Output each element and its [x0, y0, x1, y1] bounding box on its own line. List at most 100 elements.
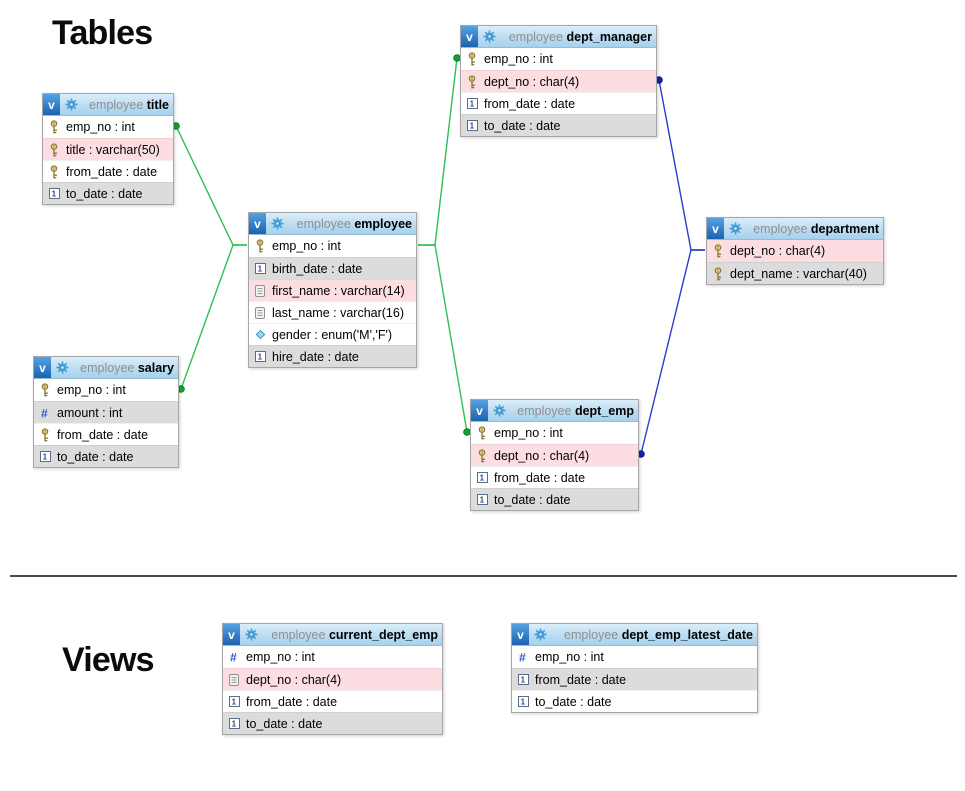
- column-row-department-dept_name[interactable]: dept_name : varchar(40): [707, 262, 883, 284]
- date-icon: 1: [227, 718, 241, 729]
- column-label: dept_no : char(4): [730, 244, 826, 258]
- table-visibility-icon[interactable]: v: [223, 624, 240, 645]
- column-label: emp_no : int: [484, 52, 553, 66]
- column-label: dept_name : varchar(40): [730, 266, 867, 281]
- column-label: dept_no : char(4): [494, 448, 590, 463]
- table-visibility-icon[interactable]: v: [249, 213, 266, 234]
- table-header[interactable]: v employee employee: [249, 213, 416, 235]
- table-header[interactable]: v employee current_dept_emp: [223, 624, 442, 646]
- table-header[interactable]: v employee dept_emp_latest_date: [512, 624, 757, 646]
- gear-icon[interactable]: [271, 217, 284, 230]
- schema-name: employee: [89, 97, 144, 112]
- gear-icon[interactable]: [65, 98, 78, 111]
- svg-text:#: #: [519, 651, 526, 663]
- column-row-employee-emp_no[interactable]: emp_no : int: [249, 235, 416, 257]
- table-visibility-icon[interactable]: v: [471, 400, 488, 421]
- numeric-icon: #: [227, 651, 241, 663]
- view-card-dept_emp_latest_date[interactable]: v employee dept_emp_latest_date # emp_no : …: [511, 623, 758, 713]
- column-label: gender : enum('M','F'): [272, 327, 393, 342]
- column-row-title-title[interactable]: title : varchar(50): [43, 138, 173, 160]
- relation-line-dept_emp-employee: [418, 244, 468, 433]
- column-row-salary-from_date[interactable]: from_date : date: [34, 423, 178, 445]
- table-header[interactable]: v employee department: [707, 218, 883, 240]
- column-row-dept_emp-emp_no[interactable]: emp_no : int: [471, 422, 638, 444]
- table-visibility-icon[interactable]: v: [43, 94, 60, 115]
- table-visibility-icon[interactable]: v: [512, 624, 529, 645]
- gear-icon[interactable]: [483, 30, 496, 43]
- column-label: title : varchar(50): [66, 142, 160, 157]
- table-visibility-icon[interactable]: v: [34, 357, 51, 378]
- table-visibility-icon[interactable]: v: [707, 218, 724, 239]
- schema-name: employee: [296, 216, 351, 231]
- date-icon: 1: [465, 98, 479, 109]
- column-row-employee-last_name[interactable]: last_name : varchar(16): [249, 301, 416, 323]
- primary-key-icon: [47, 164, 61, 179]
- relation-line-dept_manager-department: [658, 79, 705, 251]
- column-row-dept_manager-emp_no[interactable]: emp_no : int: [461, 48, 656, 70]
- column-row-salary-amount[interactable]: #amount : int: [34, 401, 178, 423]
- table-name: dept_emp_latest_date: [621, 627, 753, 642]
- table-name: dept_emp: [574, 403, 634, 418]
- column-row-title-emp_no[interactable]: emp_no : int: [43, 116, 173, 138]
- date-icon: 1: [253, 351, 267, 362]
- column-row-employee-first_name[interactable]: first_name : varchar(14): [249, 279, 416, 301]
- column-row-current_dept_emp-emp_no[interactable]: #emp_no : int: [223, 646, 442, 668]
- column-label: to_date : date: [246, 716, 323, 731]
- column-label: emp_no : int: [66, 120, 135, 134]
- relation-line-salary-employee: [180, 244, 247, 390]
- date-icon: 1: [475, 494, 489, 505]
- svg-text:1: 1: [520, 697, 525, 706]
- date-icon: 1: [475, 472, 489, 483]
- gear-icon[interactable]: [493, 404, 506, 417]
- table-card-department[interactable]: v employee department dept_no : char(4) dep…: [706, 217, 884, 285]
- column-row-dept_emp-dept_no[interactable]: dept_no : char(4): [471, 444, 638, 466]
- column-row-salary-emp_no[interactable]: emp_no : int: [34, 379, 178, 401]
- schema-name: employee: [564, 627, 619, 642]
- gear-icon[interactable]: [56, 361, 69, 374]
- column-row-department-dept_no[interactable]: dept_no : char(4): [707, 240, 883, 262]
- column-row-dept_manager-dept_no[interactable]: dept_no : char(4): [461, 70, 656, 92]
- gear-icon[interactable]: [534, 628, 547, 641]
- table-name: employee: [354, 216, 412, 231]
- table-title: employee department: [742, 222, 883, 236]
- column-row-dept_emp_latest_date-emp_no[interactable]: # emp_no : int: [512, 646, 757, 668]
- gear-icon[interactable]: [729, 222, 742, 235]
- column-row-current_dept_emp-dept_no[interactable]: dept_no : char(4): [223, 668, 442, 690]
- column-row-current_dept_emp-to_date[interactable]: 1 to_date : date: [223, 712, 442, 734]
- column-row-employee-gender[interactable]: gender : enum('M','F'): [249, 323, 416, 345]
- column-label: from_date : date: [535, 672, 627, 687]
- relation-line-dept_emp-department: [640, 249, 705, 455]
- svg-text:1: 1: [520, 675, 525, 684]
- column-label: to_date : date: [484, 118, 561, 133]
- svg-text:1: 1: [257, 352, 262, 361]
- svg-text:1: 1: [42, 452, 47, 461]
- table-visibility-icon[interactable]: v: [461, 26, 478, 47]
- column-row-dept_emp_latest_date-from_date[interactable]: 1 from_date : date: [512, 668, 757, 690]
- primary-key-icon: [711, 266, 725, 281]
- column-label: emp_no : int: [535, 650, 604, 664]
- column-row-title-from_date[interactable]: from_date : date: [43, 160, 173, 182]
- column-label: last_name : varchar(16): [272, 305, 405, 320]
- table-title: employee current_dept_emp: [258, 628, 442, 642]
- gear-icon[interactable]: [245, 628, 258, 641]
